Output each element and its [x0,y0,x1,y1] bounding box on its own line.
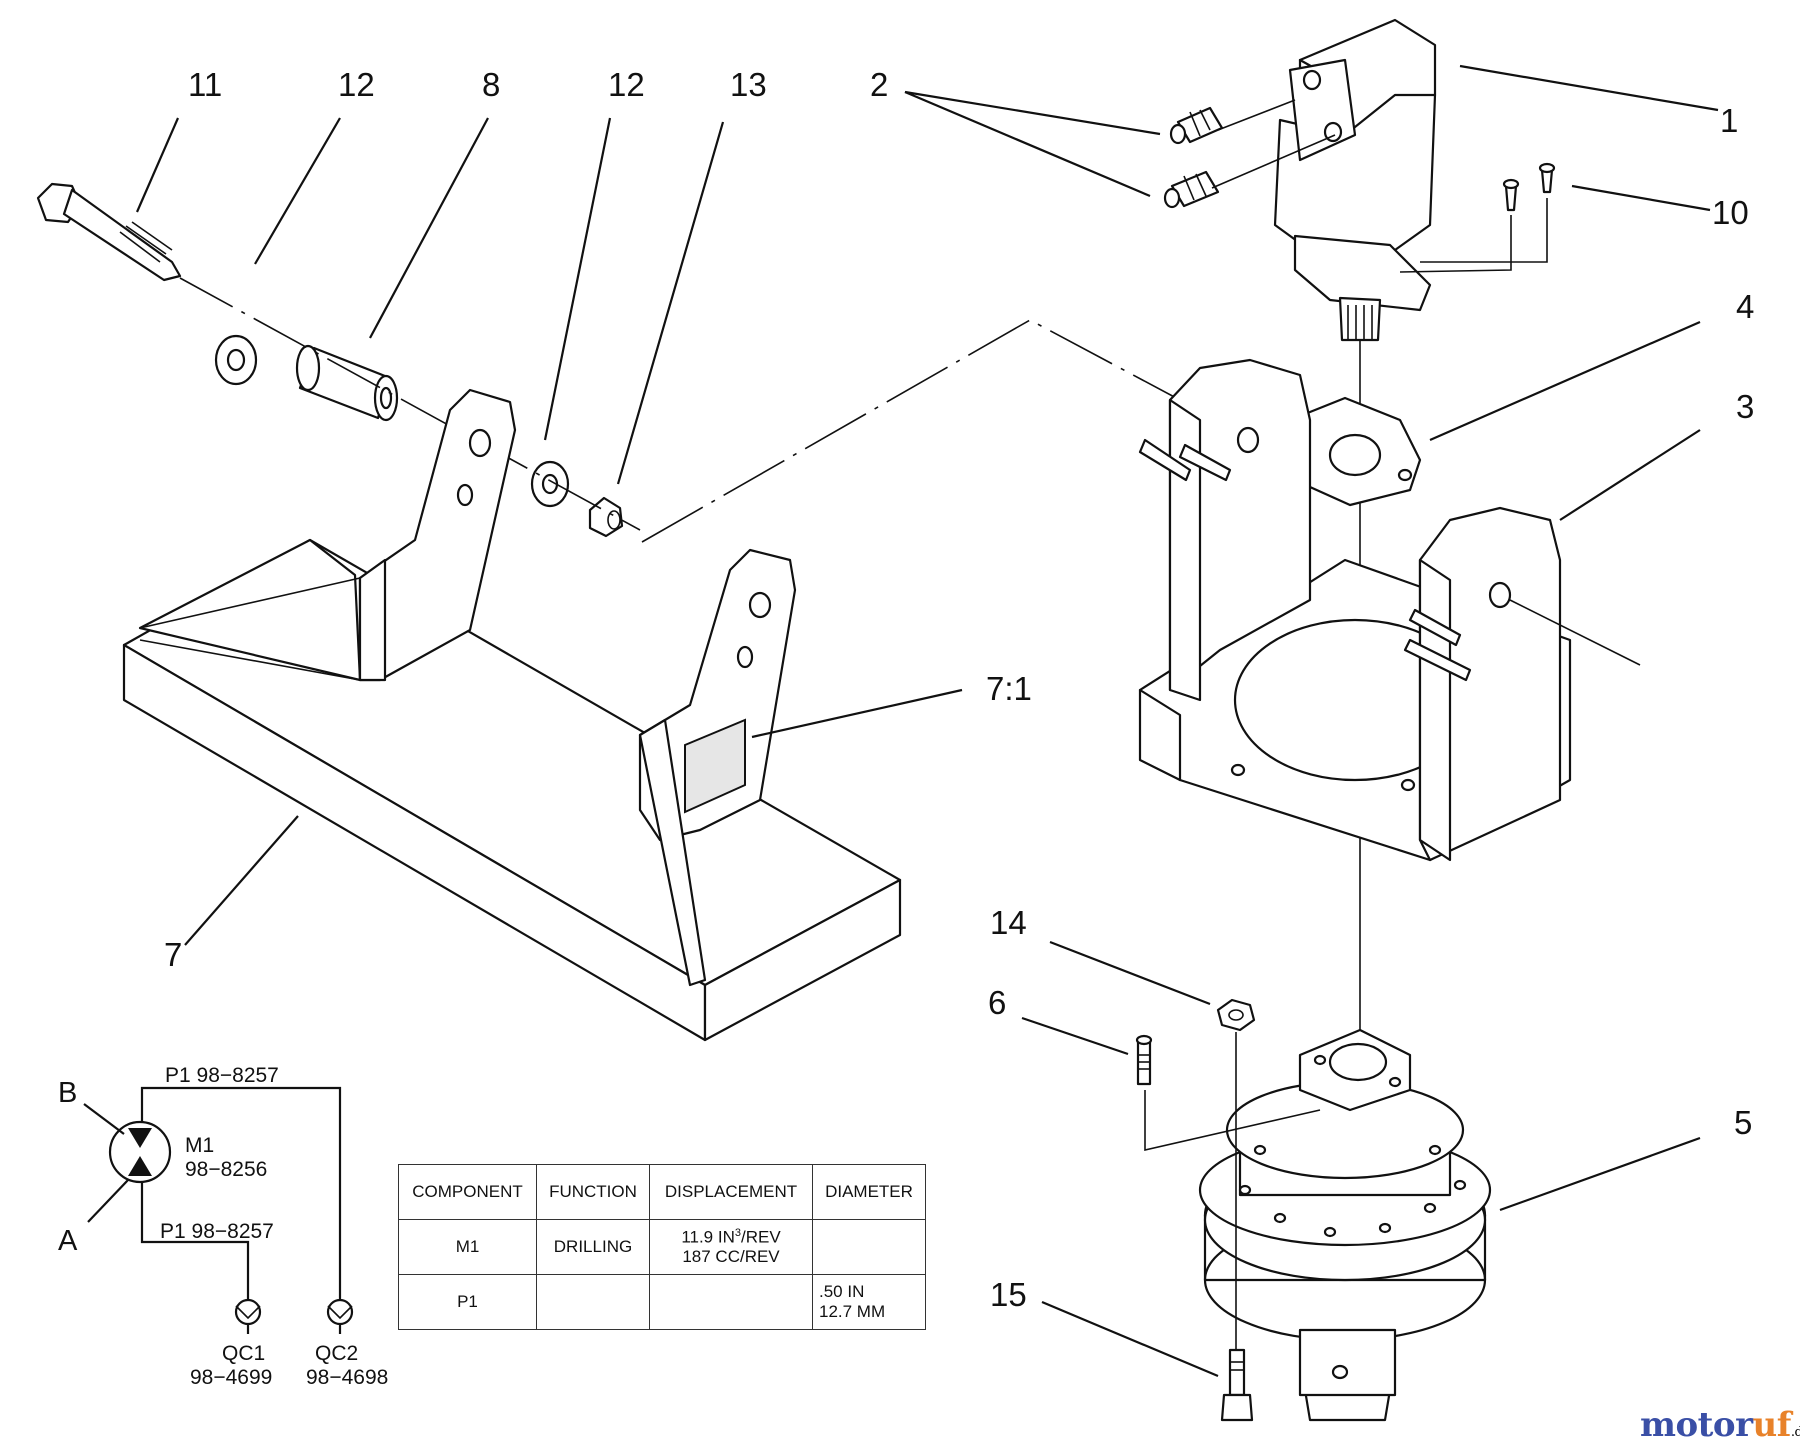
motor-m1-symbol [108,1120,172,1184]
watermark-letter: m [1640,1405,1676,1445]
qc2-part-label: 98−4698 [306,1366,388,1389]
mounting-bracket-7 [122,388,902,1042]
header-component: COMPONENT [398,1164,537,1220]
cell-function [536,1274,650,1330]
fitting-axis-upper [1217,99,1296,131]
motor-arrow-top [128,1128,152,1148]
cell-displacement [649,1274,813,1330]
callout-4: 4 [1736,288,1754,325]
leader-lines [135,64,1719,1378]
qc1-name-label: QC1 [222,1342,265,1365]
header-displacement: DISPLACEMENT [649,1164,813,1220]
motor-part-label: 98−8256 [185,1158,267,1181]
cell-displacement: 11.9 IN3/REV 187 CC/REV [649,1219,813,1275]
bolt-15 [1220,1348,1254,1422]
cell-component: P1 [398,1274,537,1330]
table-row: P1 .50 IN 12.7 MM [398,1274,926,1330]
cell-function: DRILLING [536,1219,650,1275]
hydraulic-schematic: B A M1 98−8256 P1 98−8257 P1 98−8257 QC1… [58,1064,388,1389]
mount-axis-line [641,319,1181,543]
header-diameter: DIAMETER [812,1164,926,1220]
motor-mount-3 [1138,358,1572,862]
qc2-name-label: QC2 [315,1342,358,1365]
cell-diameter [812,1219,926,1275]
table-row: M1 DRILLING 11.9 IN3/REV 187 CC/REV [398,1219,926,1275]
callout-1: 1 [1720,102,1738,139]
p1-bottom-label: P1 98−8257 [160,1220,274,1243]
p1-top-label: P1 98−8257 [165,1064,279,1087]
callout-2: 2 [870,66,888,103]
callout-12-right: 12 [608,66,645,103]
motor-arrow-bottom [128,1156,152,1176]
washer-12-right [530,460,570,508]
callout-14: 14 [990,904,1027,941]
watermark-letter: u [1752,1405,1778,1445]
callout-5: 5 [1734,1104,1752,1141]
watermark-letter: r [1735,1405,1753,1445]
callout-6: 6 [988,984,1006,1021]
cell-diameter: .50 IN 12.7 MM [812,1274,926,1330]
callout-12-left: 12 [338,66,375,103]
port-a-label: A [58,1225,78,1257]
disp-line2: 187 CC/REV [682,1247,780,1267]
callout-8: 8 [482,66,500,103]
disp-line1-pre: 11.9 IN [681,1227,735,1247]
assembly-axis-line [179,277,641,531]
qc1-coupler-symbol [234,1298,262,1326]
motor-name-label: M1 [185,1134,214,1157]
qc1-part-label: 98−4699 [190,1366,272,1389]
watermark-letter: f [1776,1405,1792,1445]
washer-12-left [214,334,258,386]
callout-11: 11 [188,66,222,103]
callout-7-1: 7:1 [986,670,1032,707]
nut-13 [588,496,624,538]
callout-7: 7 [164,936,182,973]
cell-component: M1 [398,1219,537,1275]
callout-10: 10 [1712,194,1749,231]
fitting-axis-lower [1211,134,1336,189]
callout-13: 13 [730,66,767,103]
callout-3: 3 [1736,388,1754,425]
hydraulic-spec-table: COMPONENT FUNCTION DISPLACEMENT DIAMETER… [398,1164,926,1330]
watermark-letter: o [1675,1405,1698,1445]
disp-line1-sup: 3 [734,1226,741,1239]
gearbox-5 [1198,1028,1492,1422]
table-header-row: COMPONENT FUNCTION DISPLACEMENT DIAMETER [398,1164,926,1220]
fitting-2-upper [1169,106,1224,145]
stud-6 [1135,1034,1321,1152]
header-function: FUNCTION [536,1164,650,1220]
disp-line1-post: /REV [741,1227,781,1247]
screws-10 [1399,162,1556,273]
fitting-2-lower [1163,170,1220,209]
watermark-letter: o [1712,1405,1736,1445]
watermark-logo: motoruf.de [1640,1405,1800,1445]
watermark-tld: .de [1790,1425,1800,1440]
mount-pin-axis [1509,599,1641,666]
qc2-coupler-symbol [326,1298,354,1326]
callout-numbers: 11 12 8 12 13 2 1 10 4 3 7:1 7 14 6 5 15 [164,66,1754,1313]
spacer-8 [295,344,399,422]
port-b-label: B [58,1077,77,1109]
hydraulic-motor-1 [1273,18,1437,342]
nut-14 [1216,998,1256,1380]
dia-line1: .50 IN [819,1282,865,1301]
callout-15: 15 [990,1276,1027,1313]
bolt-11 [36,182,182,282]
dia-line2: 12.7 MM [819,1302,886,1321]
watermark-brand: motoruf [1640,1405,1791,1445]
watermark-letter: t [1697,1405,1714,1445]
